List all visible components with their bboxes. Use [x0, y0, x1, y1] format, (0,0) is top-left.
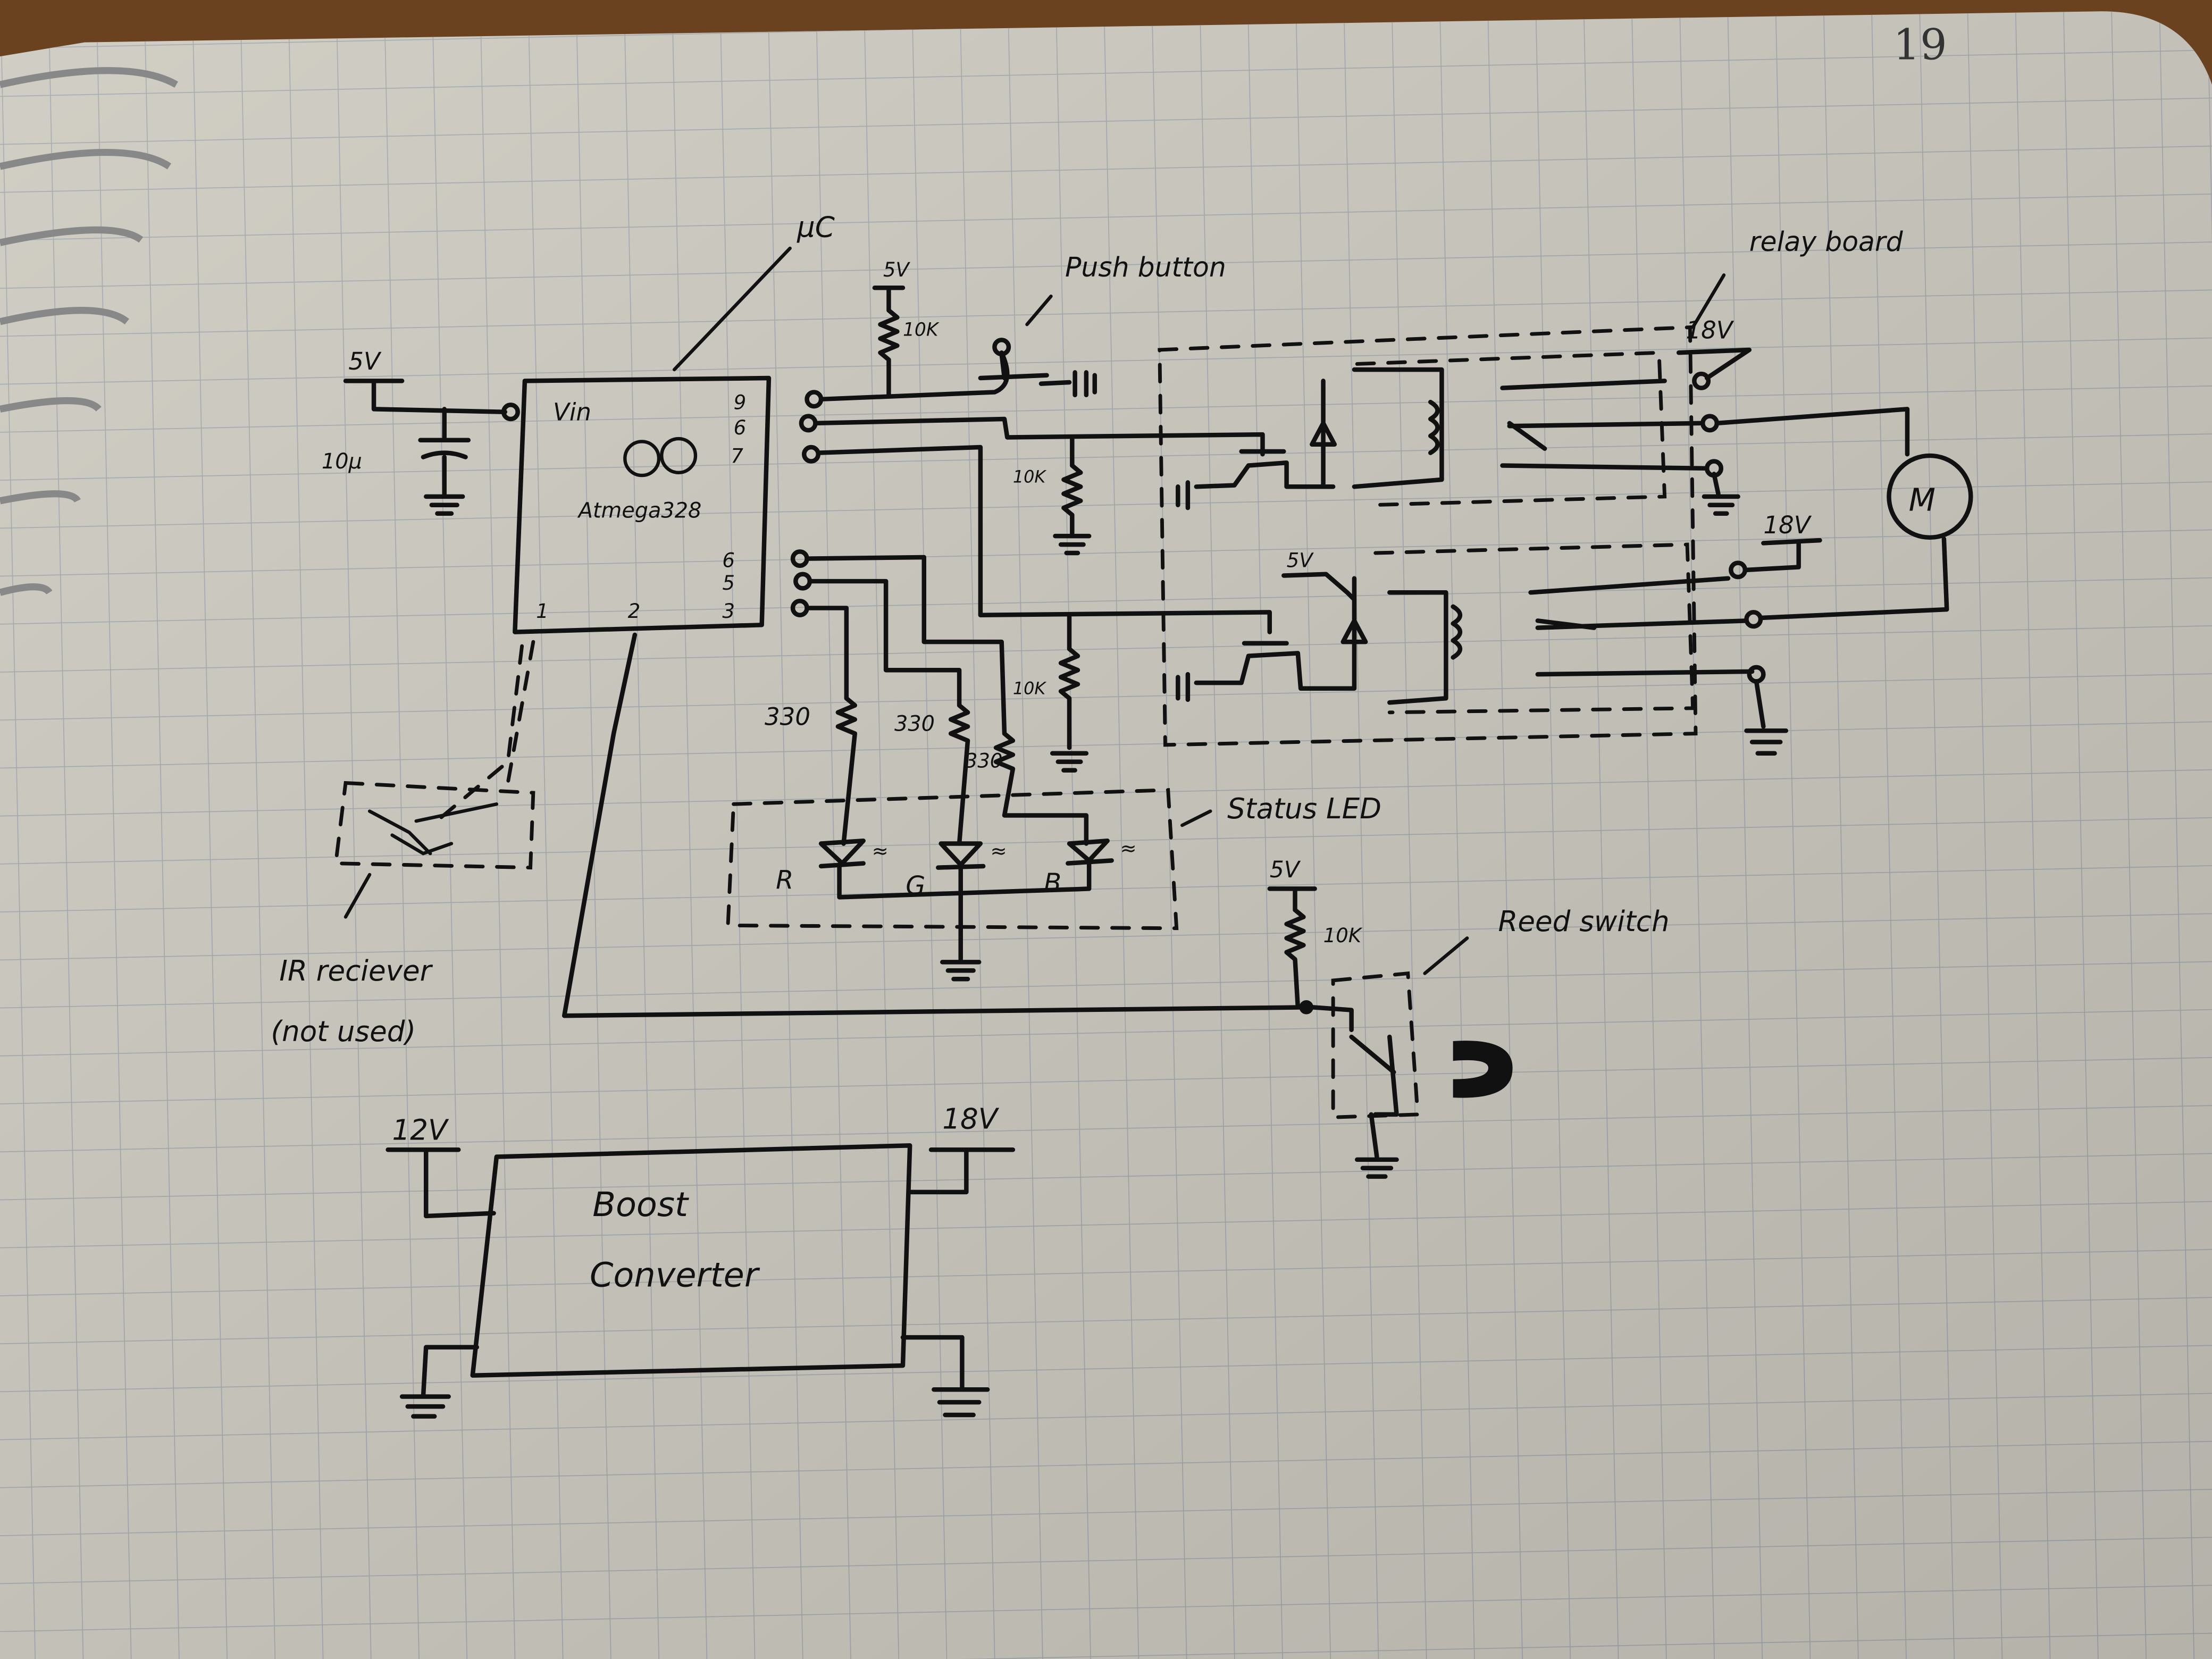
spiral-binding	[0, 67, 178, 596]
converter-label: Converter	[590, 1256, 760, 1295]
ir-receiver-label: IR reciever	[279, 954, 433, 987]
relay-driver-wires: 10K 10K	[799, 414, 1272, 773]
pin-label: 5	[722, 572, 735, 594]
reed-switch: 5V 10K Reed switch	[562, 632, 1670, 1179]
pin-label: 7	[731, 445, 743, 467]
relay-board: relay board 18V 18V 5V M	[1158, 226, 1973, 756]
ir-receiver: IR reciever (not used)	[271, 640, 535, 1048]
ir-not-used-label: (not used)	[271, 1015, 416, 1048]
svg-text:10K: 10K	[1323, 924, 1363, 947]
chip-label: Atmega328	[577, 499, 702, 523]
pin-label: 9	[734, 391, 747, 414]
svg-text:≈: ≈	[1120, 837, 1137, 860]
svg-text:330: 330	[894, 711, 935, 736]
vin-label: Vin	[553, 398, 591, 426]
reed-switch-label: Reed switch	[1498, 905, 1670, 938]
relay-board-label: relay board	[1749, 226, 1904, 257]
status-led: 330 330 330 ≈ ≈ ≈ R G B Status LED	[726, 549, 1381, 982]
magnet-icon	[1453, 1041, 1513, 1098]
svg-text:10K: 10K	[1013, 466, 1047, 487]
mcu-callout: µC	[797, 211, 835, 244]
svg-text:10K: 10K	[1013, 678, 1047, 698]
svg-text:10K: 10K	[903, 319, 940, 340]
status-led-label: Status LED	[1227, 792, 1381, 825]
page-number: 19	[1893, 20, 1947, 69]
svg-text:G: G	[906, 872, 925, 901]
svg-text:5V: 5V	[883, 258, 911, 281]
vin-supply: 5V 10µ	[322, 347, 520, 516]
microcontroller: Vin Atmega328 9 6 7 6 5 3 1 2 µC	[513, 211, 835, 634]
svg-text:18V: 18V	[1686, 316, 1734, 345]
svg-text:330: 330	[765, 703, 810, 731]
pin-label: 1	[536, 600, 549, 623]
svg-text:18V: 18V	[942, 1102, 1000, 1135]
pin-label: 3	[722, 600, 735, 623]
boost-converter: Boost Converter 12V 18V	[386, 1102, 1016, 1419]
capacitor-label: 10µ	[322, 449, 362, 474]
boost-label: Boost	[592, 1185, 689, 1225]
pin-label: 6	[722, 549, 735, 572]
motor-symbol	[1887, 453, 1973, 540]
motor-label: M	[1909, 482, 1936, 518]
svg-text:330: 330	[965, 749, 1003, 772]
pin-label: 2	[628, 600, 641, 623]
push-button-circuit: 5V 10K Push button	[805, 252, 1226, 409]
svg-text:5V: 5V	[348, 347, 382, 375]
svg-text:18V: 18V	[1763, 511, 1812, 539]
svg-text:R: R	[776, 866, 793, 895]
svg-text:≈: ≈	[872, 840, 889, 862]
push-button-label: Push button	[1065, 252, 1226, 283]
svg-text:≈: ≈	[990, 840, 1007, 862]
pin-label: 6	[734, 416, 747, 439]
svg-text:12V: 12V	[392, 1114, 450, 1147]
svg-text:5V: 5V	[1270, 857, 1301, 883]
svg-text:5V: 5V	[1287, 549, 1314, 572]
arduino-logo	[623, 437, 698, 477]
svg-text:B: B	[1044, 869, 1061, 898]
